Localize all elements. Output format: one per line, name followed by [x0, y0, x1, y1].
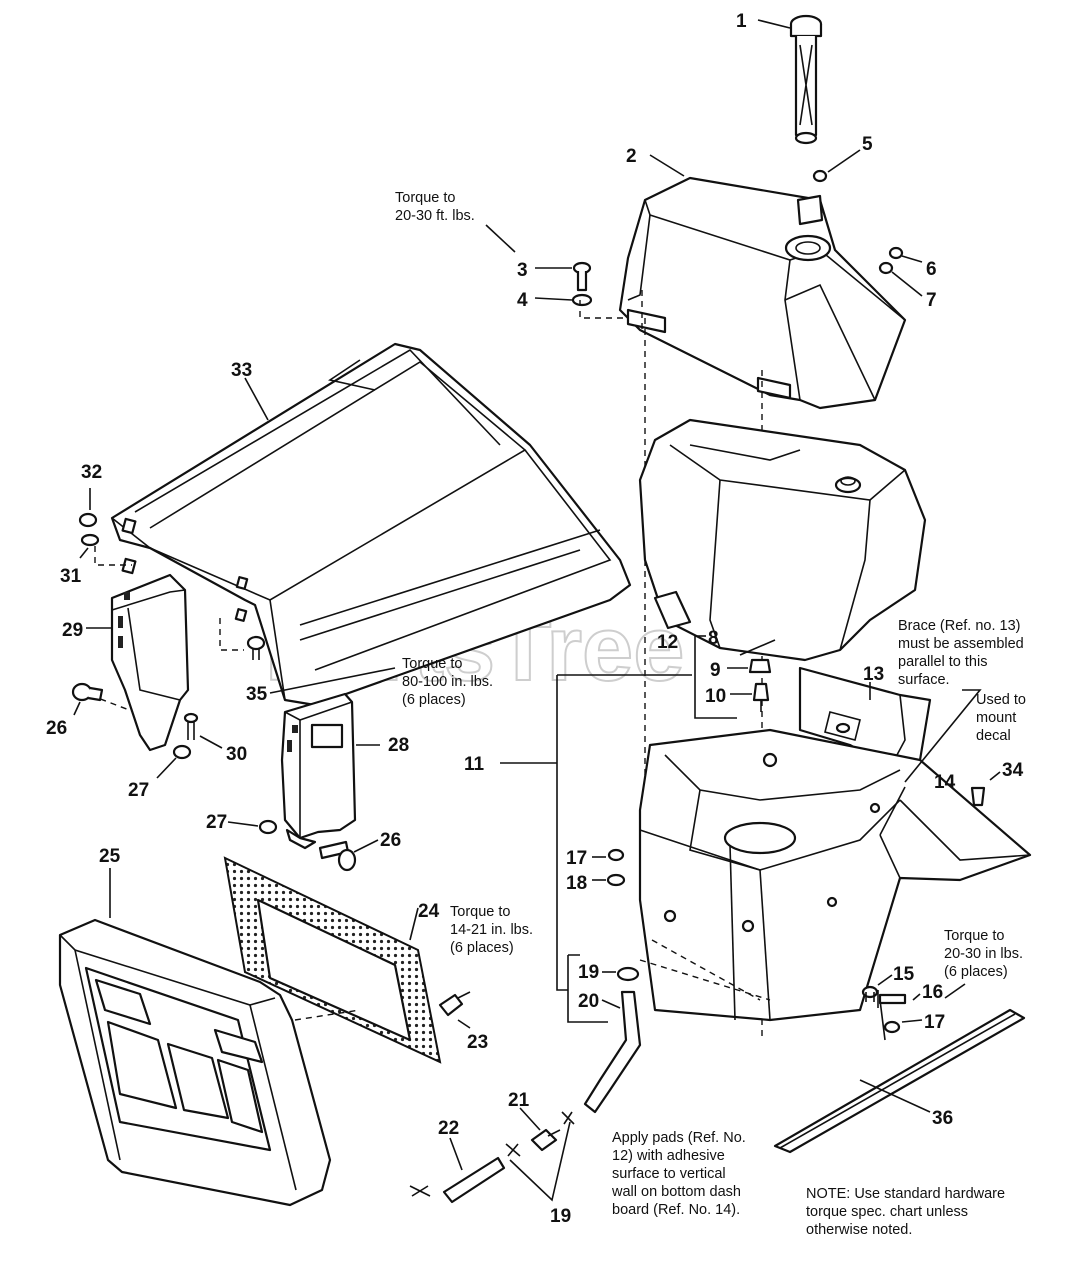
screw-part-23 — [438, 991, 471, 1029]
callout-16: 16 — [922, 982, 943, 1003]
fitting-part-21 — [519, 1107, 561, 1152]
screw-part-26-left — [71, 682, 104, 716]
callout-10: 10 — [705, 686, 726, 707]
callout-1: 1 — [736, 11, 747, 32]
bolt-part-6 — [888, 246, 923, 263]
torque-note-part-23: Torque to 14-21 in. lbs. (6 places) — [450, 904, 537, 956]
callout-23: 23 — [467, 1032, 488, 1053]
callout-17-right: 17 — [924, 1012, 945, 1033]
callout-14: 14 — [934, 772, 956, 793]
nut-part-17-right — [883, 1019, 923, 1034]
hose-part-20 — [583, 990, 642, 1114]
callout-27-right: 27 — [206, 812, 227, 833]
grille-frame-part — [58, 868, 332, 1207]
brace-note: Brace (Ref. no. 13) must be assembled pa… — [898, 618, 1028, 688]
callout-15: 15 — [893, 964, 915, 985]
clamp-part-19-lower — [409, 1111, 575, 1202]
pads-note: Apply pads (Ref. No. 12) with adhesive s… — [611, 1130, 750, 1218]
callout-19-lower: 19 — [550, 1206, 571, 1227]
callout-31: 31 — [60, 566, 82, 587]
callout-13: 13 — [863, 664, 884, 685]
callout-4: 4 — [517, 290, 528, 311]
callout-25: 25 — [99, 846, 121, 867]
fuel-gauge-part — [757, 14, 823, 145]
nut-part-5 — [812, 149, 861, 183]
nut-part-17-left — [592, 848, 625, 862]
grommet-part-9 — [727, 658, 772, 674]
torque-note-part-35: Torque to 80-100 in. lbs. (6 places) — [402, 656, 497, 708]
callout-6: 6 — [926, 259, 937, 280]
callout-35: 35 — [246, 684, 268, 705]
washer-part-31 — [79, 533, 100, 559]
bracket-part-28 — [280, 692, 380, 850]
callout-17-left: 17 — [566, 848, 587, 869]
decal-note: Used to mount decal — [976, 692, 1030, 744]
push-pin-part-34 — [970, 771, 1001, 807]
callout-24: 24 — [418, 901, 440, 922]
nut-part-27-right — [227, 819, 278, 835]
washer-part-4 — [534, 293, 593, 307]
callout-18: 18 — [566, 873, 587, 894]
fitting-part-10 — [730, 682, 770, 712]
callout-8: 8 — [708, 628, 719, 649]
bolt-part-30 — [183, 712, 223, 749]
nut-part-32 — [78, 488, 98, 528]
callout-labels: 1 2 3 4 5 6 7 8 9 10 11 12 13 14 15 16 1… — [46, 11, 1024, 1227]
washer-part-7 — [878, 261, 923, 297]
callout-30: 30 — [226, 744, 247, 765]
screen-part-24 — [223, 856, 442, 1064]
callout-36: 36 — [932, 1108, 953, 1129]
callout-26-left: 26 — [46, 718, 67, 739]
annotation-notes: Torque to 20-30 ft. lbs. Torque to 80-10… — [395, 190, 1030, 1238]
callout-22: 22 — [438, 1118, 459, 1139]
callout-29: 29 — [62, 620, 83, 641]
callout-21: 21 — [508, 1090, 530, 1111]
torque-note-part-3: Torque to 20-30 ft. lbs. — [395, 190, 475, 224]
clamp-part-19-upper — [602, 966, 640, 982]
callout-5: 5 — [862, 134, 873, 155]
dash-cover-part — [110, 342, 632, 707]
trim-strip-part-36 — [773, 1008, 1026, 1154]
callout-19-upper: 19 — [578, 962, 599, 983]
callout-20: 20 — [578, 991, 599, 1012]
callout-32: 32 — [81, 462, 102, 483]
callout-27-left: 27 — [128, 780, 149, 801]
torque-note-part-16: Torque to 20-30 in lbs. (6 places) — [944, 928, 1027, 980]
callout-26-right: 26 — [380, 830, 401, 851]
nut-part-27-left — [156, 744, 192, 779]
bolt-part-15 — [861, 974, 893, 1002]
callout-11: 11 — [464, 754, 485, 775]
callout-2: 2 — [626, 146, 637, 167]
dash-board-part — [638, 728, 1032, 1022]
hose-part-22 — [442, 1137, 506, 1204]
callout-3: 3 — [517, 260, 528, 281]
hardware-note: NOTE: Use standard hardware torque spec.… — [806, 1186, 1009, 1238]
bracket-part-29 — [86, 573, 190, 752]
fuel-tank-part — [638, 418, 927, 662]
callout-33: 33 — [231, 360, 252, 381]
callout-12: 12 — [657, 632, 678, 653]
bolt-part-3 — [485, 224, 592, 292]
pad-part-12 — [653, 590, 692, 630]
callout-34: 34 — [1002, 760, 1024, 781]
callout-9: 9 — [710, 660, 721, 681]
callout-28: 28 — [388, 735, 409, 756]
screw-part-26-right — [318, 839, 379, 872]
washer-part-18 — [592, 873, 626, 887]
bolt-part-35 — [246, 635, 396, 694]
fuel-tank-cover-part — [618, 154, 907, 410]
callout-7: 7 — [926, 290, 937, 311]
